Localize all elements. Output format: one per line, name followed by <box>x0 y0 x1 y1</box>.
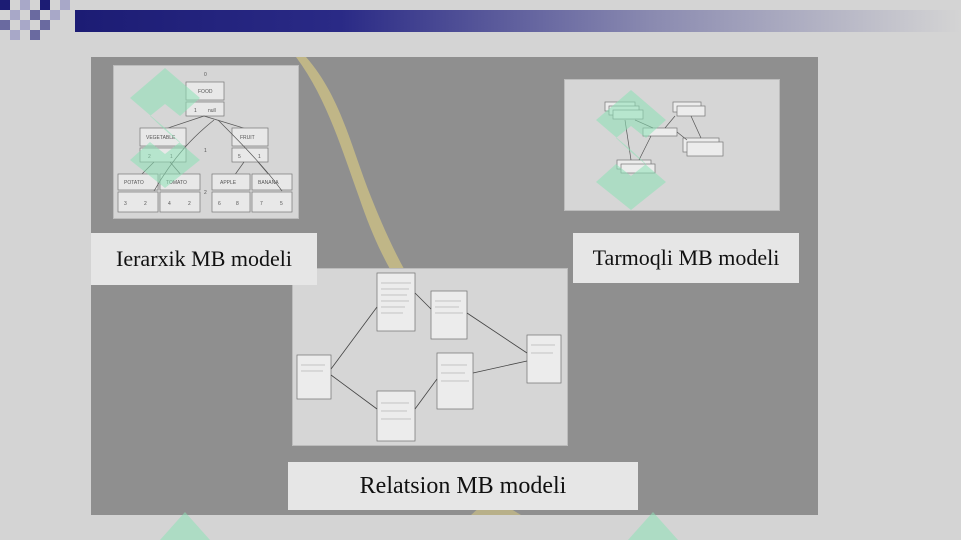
h-leaf-num: 8 <box>236 201 239 207</box>
h-right-num-2: 1 <box>258 154 261 160</box>
h-root-ptr2: null <box>208 108 216 114</box>
h-leaf-4: BANANA <box>258 180 279 186</box>
h-leaf-1: POTATO <box>124 180 144 186</box>
corner-decoration <box>0 0 80 45</box>
h-right-box: FRUIT <box>240 135 255 141</box>
h-leaf-num: 4 <box>168 201 171 207</box>
relational-model-diagram <box>292 268 568 446</box>
h-root-box: FOOD <box>198 89 213 95</box>
h-leaf-2: TOMATO <box>166 180 187 186</box>
caption-relational: Relatsion MB modeli <box>288 462 638 510</box>
watermark-logo-icon <box>628 512 678 540</box>
h-left-box: VEGETABLE <box>146 135 176 141</box>
hierarchical-model-diagram: 0 FOOD 1 null VEGETABLE 2 1 FRUIT 5 1 1 … <box>113 65 299 219</box>
h-leaf-num: 2 <box>144 201 147 207</box>
h-mid-label-2: 2 <box>204 190 207 196</box>
title-bar-decoration <box>75 10 961 32</box>
h-leaf-num: 6 <box>218 201 221 207</box>
h-leaf-num: 3 <box>124 201 127 207</box>
h-leaf-num: 2 <box>188 201 191 207</box>
watermark-logo-icon <box>160 512 210 540</box>
caption-hierarchical: Ierarxik MB modeli <box>91 233 317 285</box>
h-left-num-1: 2 <box>148 154 151 160</box>
network-model-diagram <box>564 79 780 211</box>
h-leaf-3: APPLE <box>220 180 237 186</box>
h-left-num-2: 1 <box>170 154 173 160</box>
h-right-num-1: 5 <box>238 154 241 160</box>
h-leaf-num: 7 <box>260 201 263 207</box>
h-root-ptr: 1 <box>194 108 197 114</box>
h-root-top: 0 <box>204 72 207 78</box>
h-leaf-num: 5 <box>280 201 283 207</box>
caption-network: Tarmoqli MB modeli <box>573 233 799 283</box>
h-mid-label: 1 <box>204 148 207 154</box>
